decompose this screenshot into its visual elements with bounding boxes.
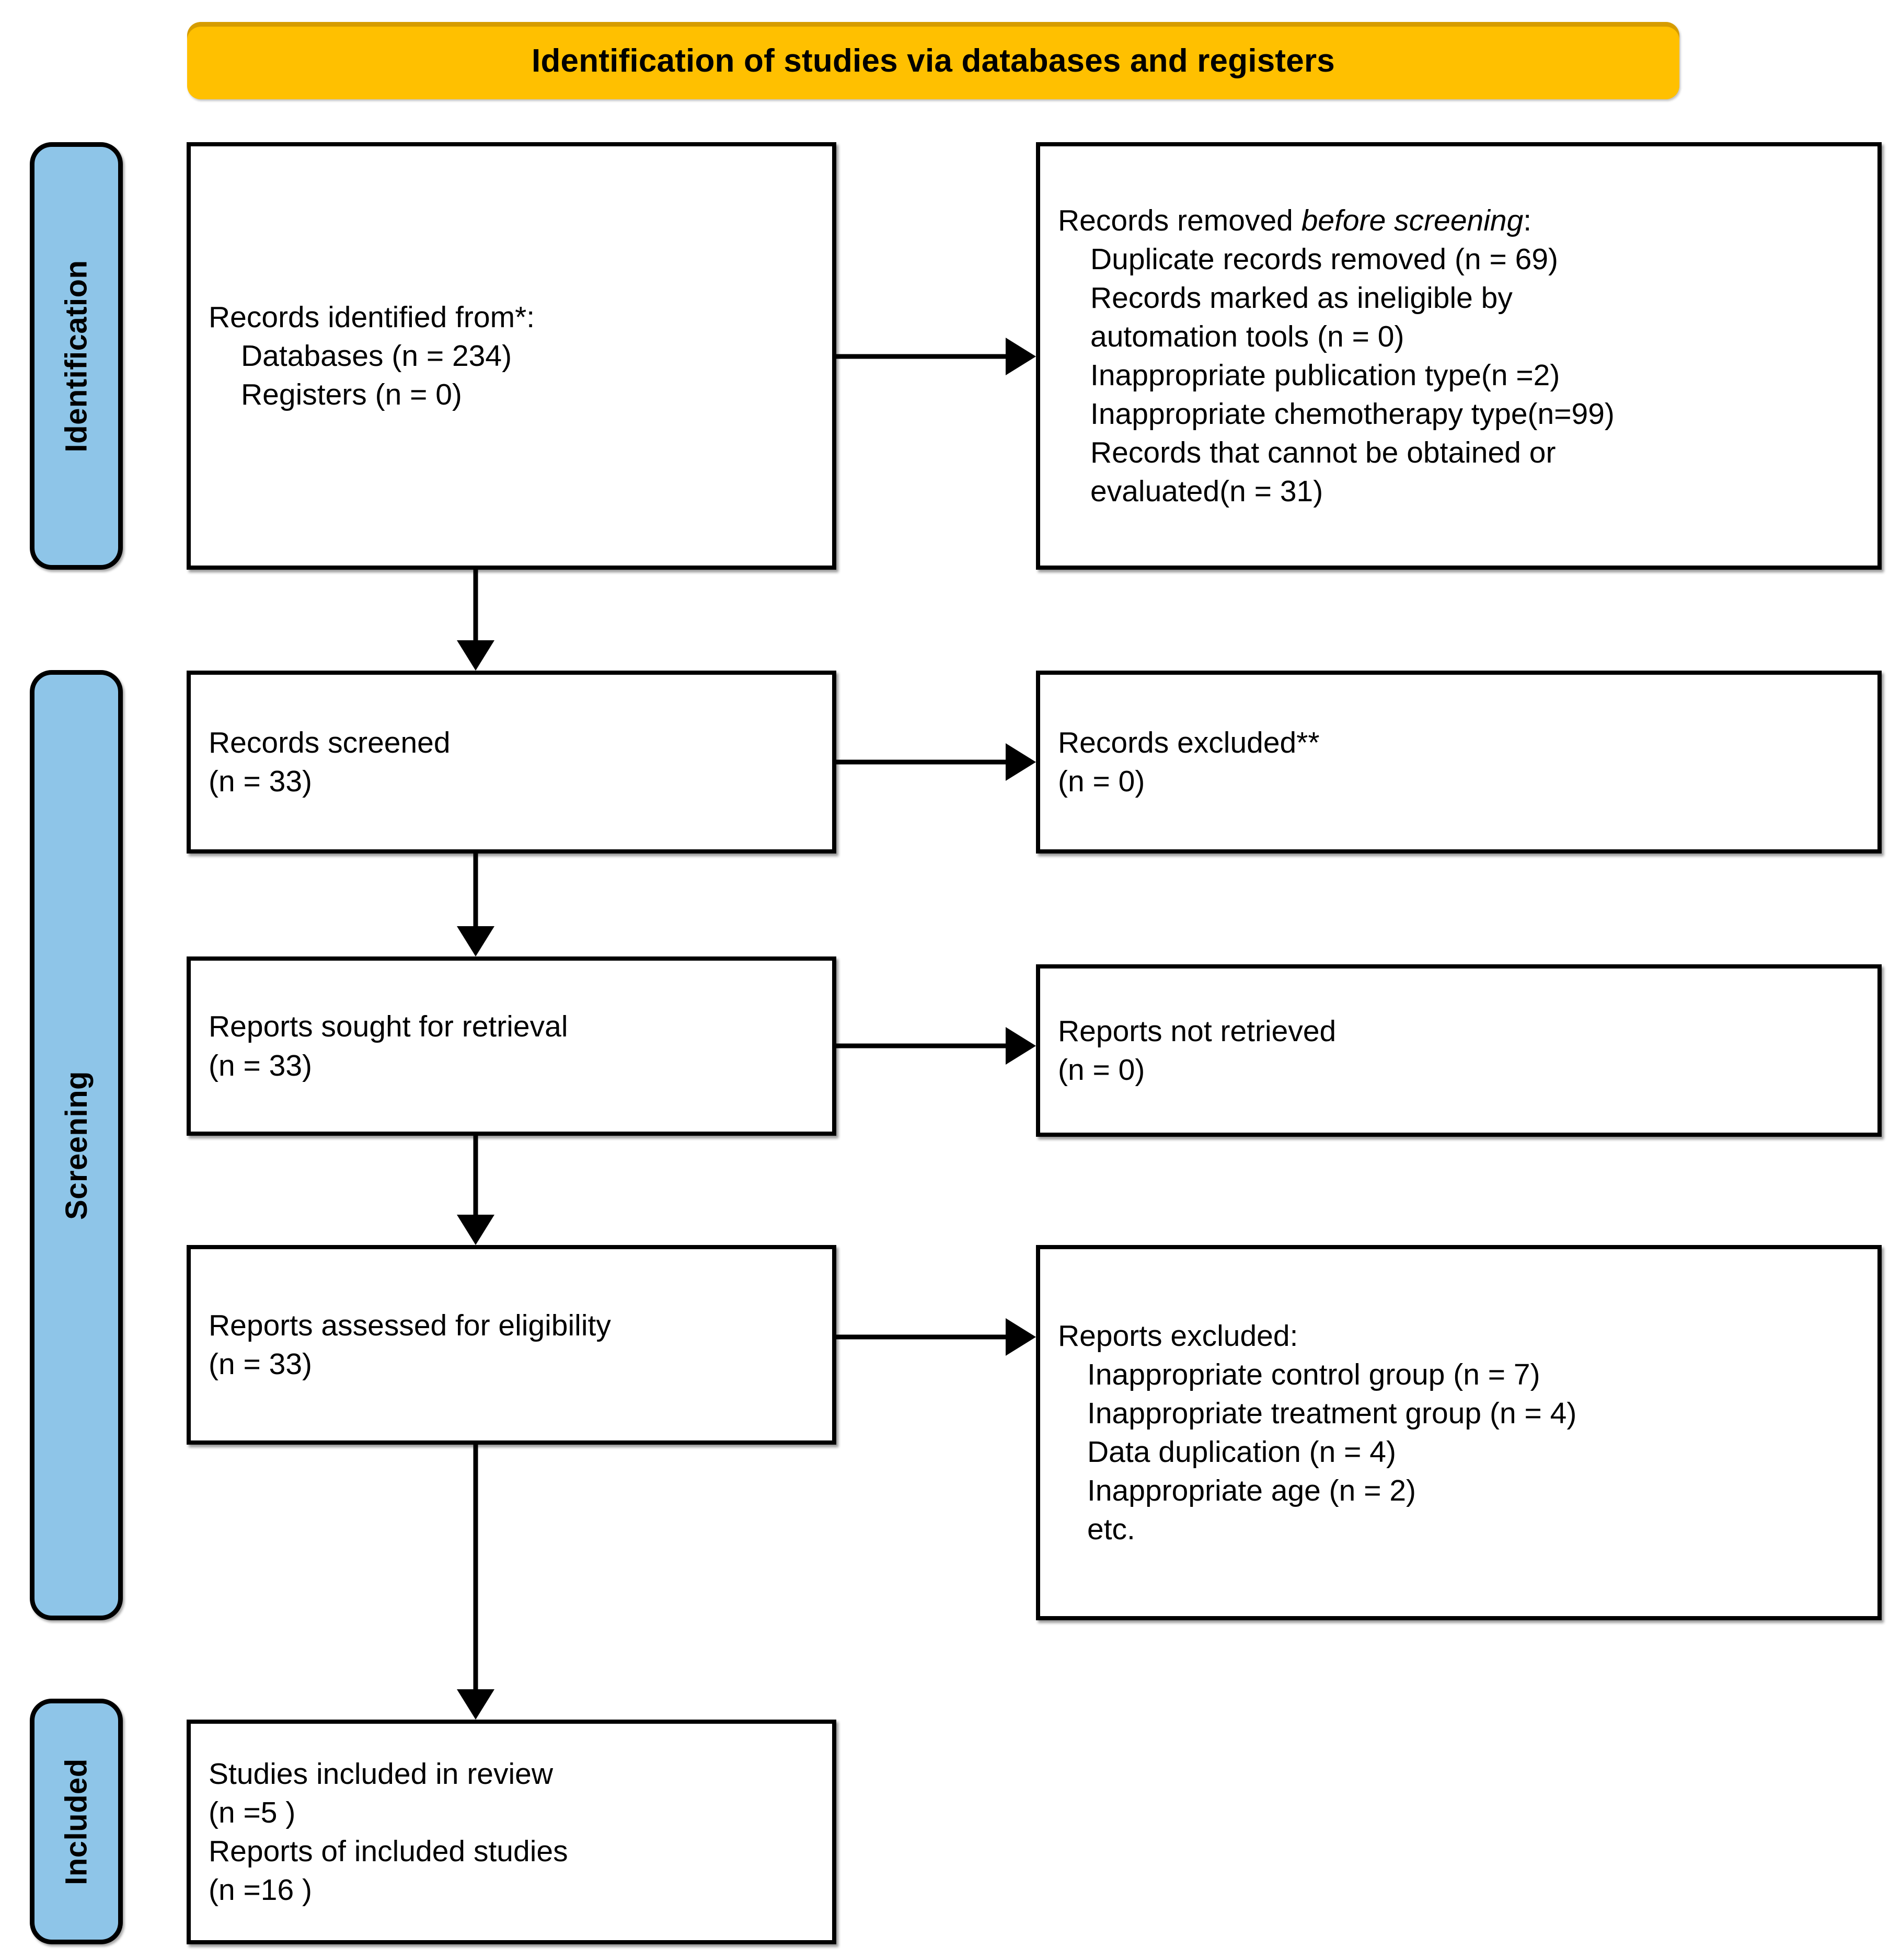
records-removed-heading-suffix: :	[1523, 203, 1532, 237]
records-removed-item-chemotherapy-type: Inappropriate chemotherapy type(n=99)	[1090, 397, 1615, 431]
arrow-screened-to-excluded	[836, 743, 1036, 781]
box-records-removed-before-screening: Records removed before screening: Duplic…	[1036, 142, 1882, 570]
reports-sought-label: Reports sought for retrieval	[209, 1010, 568, 1044]
reports-excluded-item-age: Inappropriate age (n = 2)	[1087, 1474, 1416, 1508]
studies-included-label: Studies included in review	[209, 1757, 554, 1791]
arrow-head-down-icon	[457, 926, 494, 956]
records-excluded-count: (n = 0)	[1058, 765, 1145, 798]
box-records-identified: Records identified from*: Databases (n =…	[187, 142, 836, 570]
records-removed-item-not-obtained-line2: evaluated(n = 31)	[1090, 475, 1323, 509]
box-reports-sought-for-retrieval: Reports sought for retrieval (n = 33)	[187, 956, 836, 1136]
arrow-shaft	[836, 759, 1009, 765]
diagram-title-banner: Identification of studies via databases …	[187, 22, 1679, 99]
arrow-shaft	[473, 1445, 478, 1691]
arrow-head-right-icon	[1006, 1318, 1036, 1356]
arrow-shaft	[473, 570, 478, 643]
records-removed-item-publication-type: Inappropriate publication type(n =2)	[1090, 359, 1560, 392]
arrow-head-down-icon	[457, 1689, 494, 1720]
arrow-screened-to-sought	[457, 854, 494, 956]
box-studies-included: Studies included in review (n =5 ) Repor…	[187, 1720, 836, 1944]
records-identified-heading: Records identified from*:	[209, 300, 535, 334]
records-removed-heading-prefix: Records removed	[1058, 203, 1301, 237]
records-removed-item-ineligible-line1: Records marked as ineligible by	[1090, 281, 1513, 315]
arrow-head-down-icon	[457, 640, 494, 671]
stage-label-included: Included	[30, 1699, 123, 1944]
reports-not-retrieved-label: Reports not retrieved	[1058, 1014, 1337, 1048]
box-reports-not-retrieved: Reports not retrieved (n = 0)	[1036, 964, 1882, 1137]
records-removed-item-ineligible-line2: automation tools (n = 0)	[1090, 319, 1404, 353]
reports-assessed-label: Reports assessed for eligibility	[209, 1308, 611, 1342]
arrow-shaft	[473, 854, 478, 929]
records-screened-label: Records screened	[209, 725, 451, 759]
reports-excluded-item-control-group: Inappropriate control group (n = 7)	[1087, 1357, 1540, 1391]
arrow-shaft	[836, 1043, 1009, 1048]
stage-label-identification: Identification	[30, 142, 123, 570]
reports-assessed-count: (n = 33)	[209, 1347, 313, 1381]
records-identified-registers: Registers (n = 0)	[241, 378, 462, 412]
reports-excluded-item-etc: etc.	[1087, 1513, 1135, 1547]
box-records-excluded: Records excluded** (n = 0)	[1036, 671, 1882, 854]
arrow-identified-to-screened	[457, 570, 494, 671]
stage-label-included-text: Included	[59, 1758, 94, 1885]
records-removed-heading-italic: before screening	[1301, 203, 1524, 237]
records-excluded-label: Records excluded**	[1058, 725, 1320, 759]
box-records-screened: Records screened (n = 33)	[187, 671, 836, 854]
stage-label-screening: Screening	[30, 670, 123, 1620]
reports-of-included-studies-count: (n =16 )	[209, 1873, 313, 1907]
stage-label-screening-text: Screening	[59, 1070, 94, 1220]
reports-of-included-studies-label: Reports of included studies	[209, 1835, 568, 1868]
arrow-head-down-icon	[457, 1215, 494, 1245]
box-reports-excluded: Reports excluded: Inappropriate control …	[1036, 1245, 1882, 1620]
arrow-shaft	[836, 1334, 1009, 1340]
records-screened-count: (n = 33)	[209, 765, 313, 798]
arrow-shaft	[836, 354, 1009, 359]
stage-label-identification-text: Identification	[59, 260, 94, 452]
records-identified-databases: Databases (n = 234)	[241, 339, 512, 373]
records-removed-item-not-obtained-line1: Records that cannot be obtained or	[1090, 436, 1556, 470]
arrow-shaft	[473, 1136, 478, 1217]
arrow-identified-to-removed	[836, 338, 1036, 375]
diagram-title-text: Identification of studies via databases …	[532, 42, 1335, 79]
reports-excluded-heading: Reports excluded:	[1058, 1319, 1298, 1353]
studies-included-count: (n =5 )	[209, 1795, 296, 1829]
reports-not-retrieved-count: (n = 0)	[1058, 1053, 1145, 1087]
arrow-assessed-to-included	[457, 1445, 494, 1720]
arrow-head-right-icon	[1006, 338, 1036, 375]
arrow-head-right-icon	[1006, 1027, 1036, 1065]
records-removed-item-duplicate: Duplicate records removed (n = 69)	[1090, 242, 1558, 276]
reports-sought-count: (n = 33)	[209, 1048, 313, 1082]
arrow-head-right-icon	[1006, 743, 1036, 781]
arrow-assessed-to-reports-excluded	[836, 1318, 1036, 1356]
reports-excluded-item-data-duplication: Data duplication (n = 4)	[1087, 1435, 1396, 1469]
box-reports-assessed-for-eligibility: Reports assessed for eligibility (n = 33…	[187, 1245, 836, 1445]
reports-excluded-item-treatment-group: Inappropriate treatment group (n = 4)	[1087, 1396, 1577, 1430]
arrow-sought-to-not-retrieved	[836, 1027, 1036, 1065]
records-removed-heading: Records removed before screening:	[1058, 201, 1860, 240]
arrow-sought-to-assessed	[457, 1136, 494, 1245]
